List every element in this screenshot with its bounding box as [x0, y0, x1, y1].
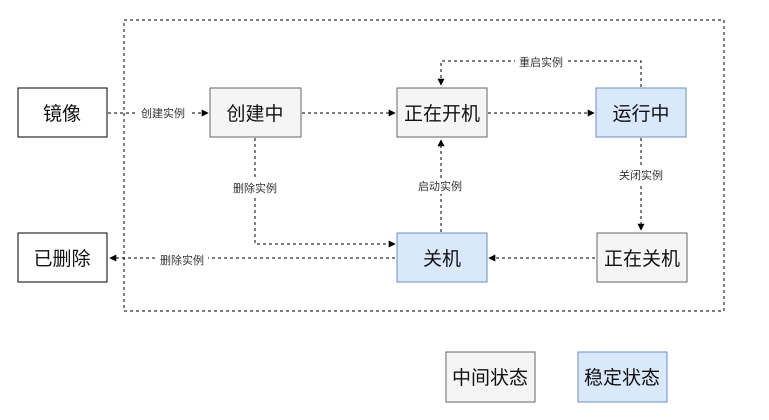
node-starting: 正在开机 [396, 87, 488, 138]
svg-text:运行中: 运行中 [612, 103, 669, 125]
svg-text:创建中: 创建中 [226, 103, 283, 125]
svg-text:已删除: 已删除 [33, 248, 90, 270]
edge-label-start-instance: 启动实例 [418, 179, 462, 193]
edge-label-delete-instance-bottom: 删除实例 [160, 253, 204, 267]
node-image: 镜像 [17, 87, 108, 138]
node-stopping: 正在关机 [596, 232, 688, 283]
svg-text:镜像: 镜像 [43, 103, 81, 125]
legend-intermediate: 中间状态 [445, 351, 536, 403]
lifecycle-boundary [123, 19, 725, 312]
edge-label-create-instance: 创建实例 [141, 106, 185, 120]
svg-text:正在开机: 正在开机 [404, 103, 480, 125]
edge-label-restart-instance: 重启实例 [519, 55, 563, 69]
node-running: 运行中 [595, 87, 687, 138]
edge-creating-to-stopped [254, 138, 396, 248]
legend-stable: 稳定状态 [577, 351, 668, 403]
edge-label-stop-instance: 关闭实例 [619, 168, 663, 182]
node-deleted: 已删除 [17, 232, 108, 283]
svg-text:关机: 关机 [423, 248, 461, 270]
svg-text:中间状态: 中间状态 [452, 367, 528, 389]
svg-text:正在关机: 正在关机 [604, 248, 680, 270]
svg-text:稳定状态: 稳定状态 [584, 367, 660, 389]
node-creating: 创建中 [209, 87, 302, 138]
node-stopped: 关机 [396, 232, 488, 283]
edge-label-delete-instance-top: 删除实例 [233, 181, 277, 195]
